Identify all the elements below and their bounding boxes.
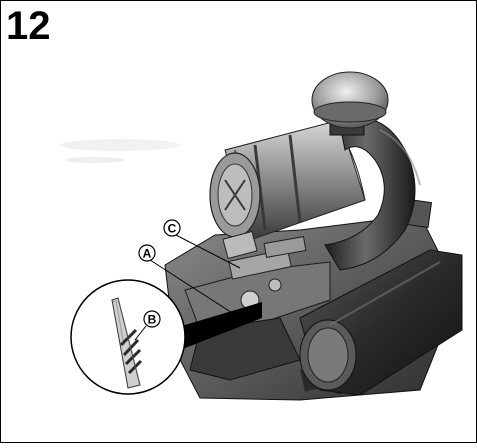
background-shading (60, 139, 180, 163)
dipstick-detail-icon (111, 297, 143, 389)
precleaner-cap (311, 71, 389, 136)
callout-a-label: A (143, 247, 152, 261)
magnifier-wedge (175, 302, 262, 350)
detail-magnifier: B (70, 279, 186, 395)
air-filter-housing (209, 119, 366, 260)
callout-c-label: C (168, 222, 177, 236)
step-number: 12 (6, 4, 51, 48)
intake-hose (324, 118, 421, 271)
muffler (299, 249, 463, 396)
callout-c: C (163, 219, 241, 269)
callout-a: A (138, 244, 241, 319)
callout-b-label: B (148, 313, 157, 327)
